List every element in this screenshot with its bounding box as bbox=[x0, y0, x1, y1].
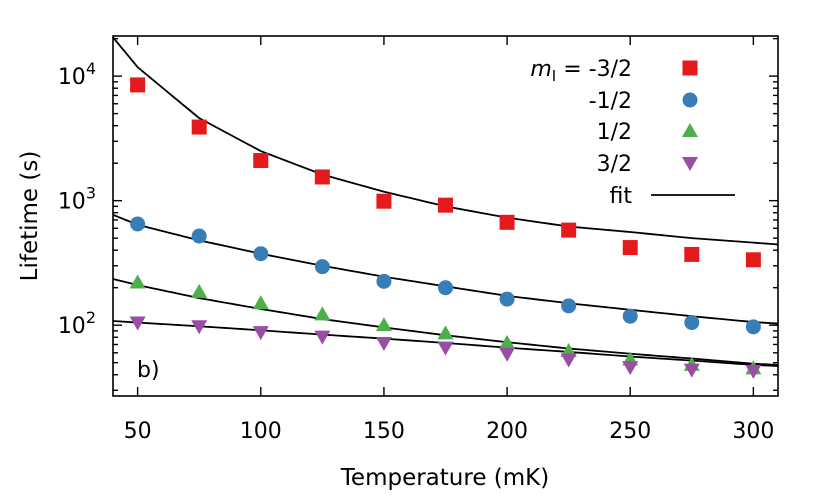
data-point-series4-11 bbox=[745, 364, 762, 379]
data-point-series1-3 bbox=[253, 153, 269, 169]
y-tick-labels: 102 103 104 bbox=[58, 59, 96, 339]
x-tick-labels: 50 100 150 200 250 300 bbox=[124, 419, 775, 444]
legend-label-fit: fit bbox=[610, 184, 633, 209]
data-point-series3-6 bbox=[437, 325, 454, 340]
data-point-series1-11 bbox=[745, 252, 761, 268]
data-point-series3-3 bbox=[252, 295, 269, 310]
panel-label: b) bbox=[137, 358, 160, 383]
axis-ticks bbox=[113, 36, 778, 396]
data-point-series1-7 bbox=[499, 214, 515, 230]
data-point-series1-8 bbox=[561, 222, 577, 238]
data-point-series2-3 bbox=[253, 246, 269, 262]
legend-label-2: -1/2 bbox=[589, 89, 632, 114]
data-point-series2-4 bbox=[314, 259, 330, 275]
data-point-series2-9 bbox=[622, 308, 638, 324]
data-point-series2-8 bbox=[561, 298, 577, 314]
data-point-series1-4 bbox=[314, 169, 330, 185]
data-point-series1-1 bbox=[130, 77, 146, 93]
legend-label-3: 1/2 bbox=[597, 120, 632, 145]
data-point-series1-6 bbox=[438, 197, 453, 213]
data-point-series4-10 bbox=[683, 363, 700, 378]
data-point-series4-6 bbox=[437, 341, 454, 356]
x-tick-label-4: 200 bbox=[486, 419, 528, 444]
data-point-series2-5 bbox=[376, 273, 392, 289]
data-point-series4-3 bbox=[252, 326, 269, 341]
data-point-series4-8 bbox=[560, 353, 577, 368]
data-point-series2-6 bbox=[438, 280, 453, 296]
y-axis-title: Lifetime (s) bbox=[17, 151, 43, 282]
legend-marker-3 bbox=[682, 123, 698, 137]
data-point-series1-2 bbox=[191, 119, 207, 135]
data-point-series4-4 bbox=[314, 330, 331, 345]
legend-marker-2 bbox=[682, 92, 698, 108]
y-tick-label-2: 103 bbox=[58, 184, 96, 215]
data-point-series3-5 bbox=[375, 317, 392, 332]
data-point-series3-7 bbox=[499, 334, 516, 349]
legend-marker-1 bbox=[682, 60, 698, 76]
data-point-series4-5 bbox=[375, 336, 392, 351]
data-point-series4-7 bbox=[499, 347, 516, 362]
legend-marker-4 bbox=[682, 157, 698, 171]
x-tick-label-5: 250 bbox=[609, 419, 651, 444]
x-axis-title: Temperature (mK) bbox=[340, 465, 549, 491]
data-point-series3-1 bbox=[129, 274, 146, 289]
legend: mI = -3/2 -1/2 1/2 3/2 fit bbox=[530, 57, 735, 209]
data-point-series2-11 bbox=[745, 319, 761, 335]
plot-frame bbox=[112, 35, 779, 397]
data-point-series4-9 bbox=[622, 361, 639, 376]
data-point-series4-1 bbox=[129, 316, 146, 331]
x-tick-label-1: 50 bbox=[124, 419, 152, 444]
data-markers bbox=[129, 77, 762, 379]
data-point-series4-2 bbox=[191, 320, 208, 335]
x-tick-label-6: 300 bbox=[732, 419, 774, 444]
data-point-series1-5 bbox=[376, 193, 392, 209]
legend-label-4: 3/2 bbox=[597, 152, 632, 177]
x-tick-label-2: 100 bbox=[240, 419, 282, 444]
data-point-series3-2 bbox=[191, 283, 208, 298]
legend-label-1: mI = -3/2 bbox=[530, 57, 632, 85]
y-tick-label-3: 104 bbox=[58, 59, 96, 90]
data-point-series1-10 bbox=[684, 246, 700, 262]
data-point-series1-9 bbox=[622, 240, 638, 256]
data-point-series2-10 bbox=[684, 315, 700, 331]
data-point-series2-1 bbox=[130, 216, 146, 232]
data-point-series2-2 bbox=[191, 228, 207, 244]
data-point-series3-4 bbox=[314, 306, 331, 321]
data-point-series2-7 bbox=[499, 291, 515, 307]
x-tick-label-3: 150 bbox=[363, 419, 405, 444]
y-tick-label-1: 102 bbox=[58, 308, 96, 339]
